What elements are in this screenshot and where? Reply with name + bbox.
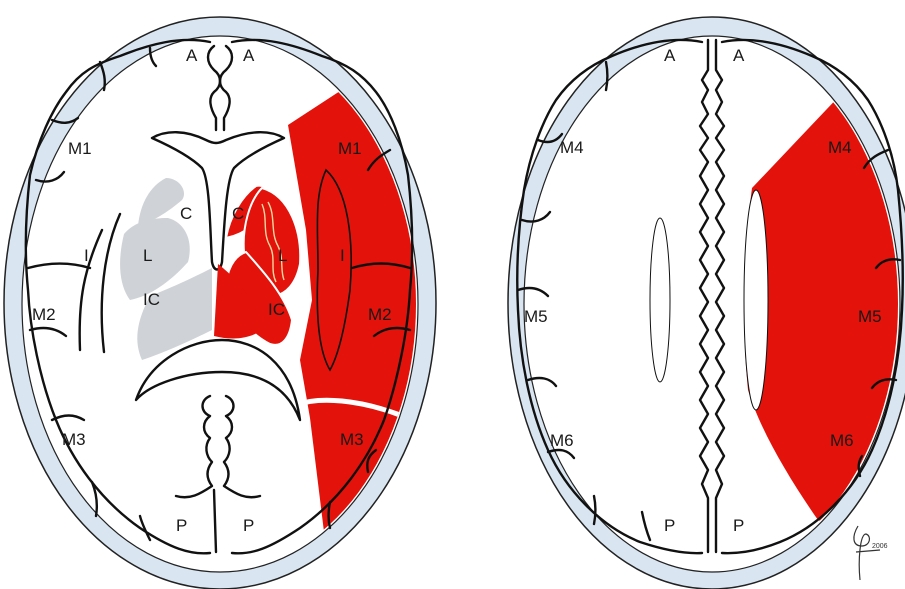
label-m1-left: M1: [68, 139, 92, 158]
label-ic-right: IC: [268, 300, 285, 319]
label-m5-left: M5: [524, 307, 548, 326]
label-l-left: L: [143, 246, 152, 265]
white-matter-window-left: [650, 218, 670, 382]
signature-year: 2006: [872, 543, 888, 550]
label-l-right: L: [278, 246, 287, 265]
label-m6-right: M6: [830, 431, 854, 450]
label-p-left: P: [176, 516, 187, 535]
label-m5-right: M5: [858, 307, 882, 326]
label-i-right: I: [340, 246, 345, 265]
label-a-right-2: A: [733, 46, 745, 65]
label-p-left-2: P: [664, 516, 675, 535]
label-m2-right: M2: [368, 305, 392, 324]
sulcus-r: [606, 62, 608, 90]
label-m2-left: M2: [32, 305, 56, 324]
sulcus-r: [594, 496, 596, 524]
label-i-left: I: [84, 246, 89, 265]
label-m6-left: M6: [550, 431, 574, 450]
label-c-right: C: [232, 204, 244, 223]
signature-scribble: [854, 526, 880, 580]
label-a-left: A: [186, 46, 198, 65]
label-a-left-2: A: [664, 46, 676, 65]
supraganglionic-level-slice: A A M4 M4 M5 M5 M6 M6 P P: [508, 17, 905, 589]
label-m4-left: M4: [560, 138, 584, 157]
label-m1-right: M1: [338, 139, 362, 158]
label-m3-right: M3: [340, 430, 364, 449]
label-p-right: P: [243, 516, 254, 535]
label-m4-right: M4: [828, 138, 852, 157]
label-ic-left: IC: [143, 290, 160, 309]
artist-signature: 2006: [854, 526, 888, 580]
label-m3-left: M3: [62, 430, 86, 449]
white-matter-window: [744, 190, 768, 410]
label-a-right: A: [243, 46, 255, 65]
label-c-left: C: [180, 204, 192, 223]
ganglionic-level-slice: A A M1 M1 C C L L I I IC IC M2 M2 M3 M3 …: [4, 17, 440, 589]
label-p-right-2: P: [733, 516, 744, 535]
